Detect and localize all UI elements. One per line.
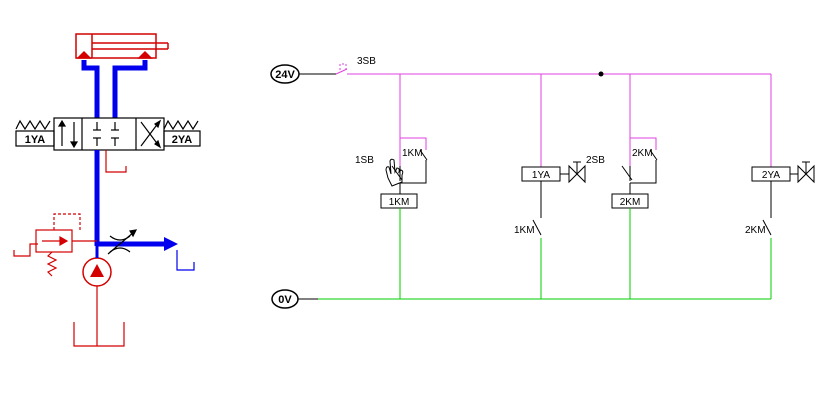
solenoid-2ya-label: 2YA xyxy=(172,134,192,146)
ground-terminal: 0V xyxy=(271,289,299,309)
rung-4 xyxy=(751,166,798,299)
valve-1ya-icon xyxy=(568,161,586,184)
rung-1 xyxy=(380,137,428,299)
supply-terminal: 24V xyxy=(270,64,300,84)
rung-3 xyxy=(611,137,658,299)
relay-1-coil-label: 1KM xyxy=(389,197,410,208)
left-spring-icon xyxy=(15,119,51,131)
relay-2-contact-label: 2KM xyxy=(745,225,766,236)
start-button-1sb-label: 1SB xyxy=(355,155,374,166)
powered-bus xyxy=(360,73,772,167)
valve-tank-icon xyxy=(105,150,127,173)
throttle-valve-icon xyxy=(107,229,138,255)
solenoid-2ya-coil-label: 2YA xyxy=(762,170,780,181)
hydraulic-cylinder xyxy=(75,33,169,59)
hydraulic-circuit: 1YA 2YA xyxy=(13,33,201,347)
pointing-hand-icon xyxy=(385,158,404,187)
stop-button-3sb: 3SB xyxy=(299,56,376,75)
relay-2-coil-label: 2KM xyxy=(620,197,641,208)
start-button-2sb-label: 2SB xyxy=(586,155,605,166)
ground-label: 0V xyxy=(278,294,292,306)
electrical-circuit: 24V 0V 3SB xyxy=(270,56,815,309)
solenoid-1ya-label: 1YA xyxy=(25,134,45,146)
solenoid-2ya-box: 2YA xyxy=(163,130,201,147)
valve-2ya-icon xyxy=(797,161,815,184)
relay-2-hold-contact-label: 2KM xyxy=(632,148,653,159)
junction-dot xyxy=(598,71,604,77)
solenoid-1ya-coil-label: 1YA xyxy=(532,170,550,181)
flow-arrow-icon xyxy=(164,237,178,251)
relay-1-hold-contact-label: 1KM xyxy=(402,148,423,159)
directional-valve xyxy=(53,117,165,151)
relay-1-contact-label: 1KM xyxy=(514,225,535,236)
hydraulic-pump-icon xyxy=(82,246,112,346)
supply-label: 24V xyxy=(275,69,295,81)
stop-button-3sb-label: 3SB xyxy=(357,56,376,67)
rung-2 xyxy=(521,166,569,299)
right-spring-icon xyxy=(163,119,199,131)
main-tank-icon xyxy=(73,322,125,347)
solenoid-1ya-box: 1YA xyxy=(15,130,55,147)
pressure-line xyxy=(94,150,168,247)
relief-valve xyxy=(13,213,97,277)
outlet-tank-icon xyxy=(176,250,195,271)
cylinder-pipes xyxy=(81,60,148,118)
